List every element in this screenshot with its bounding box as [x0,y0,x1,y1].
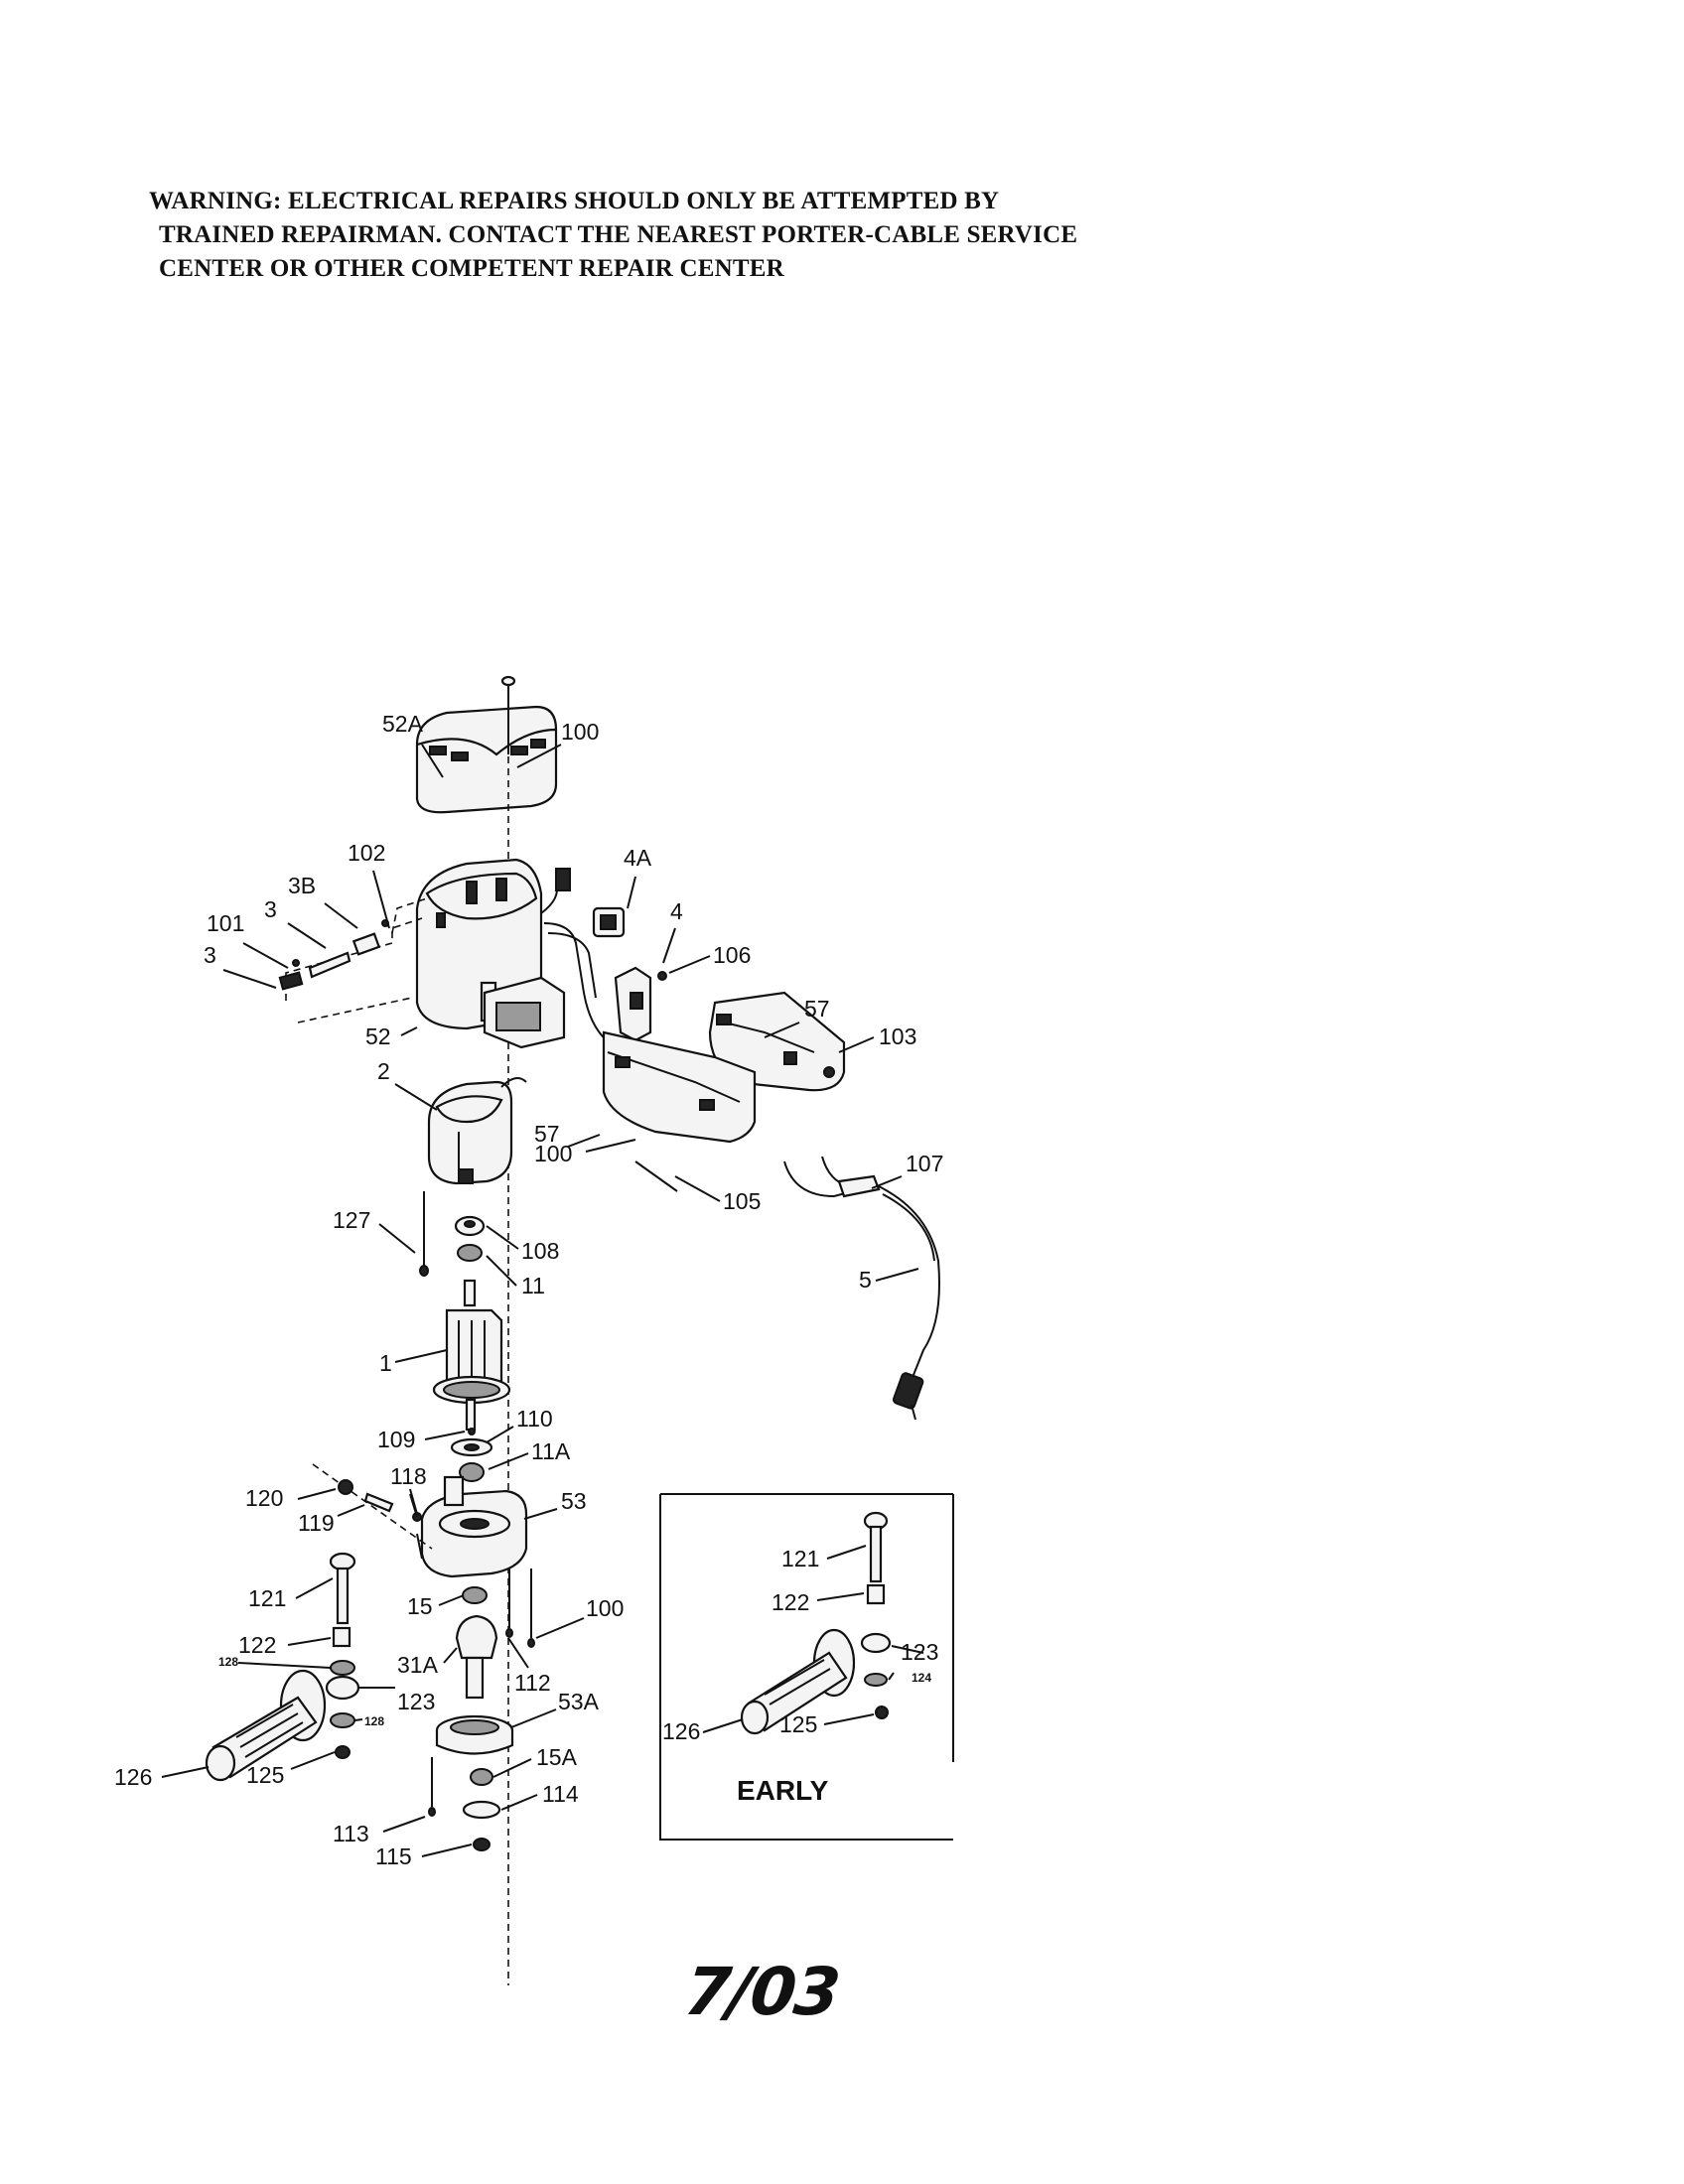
callout-100: 100 [534,1141,572,1166]
callout-2: 2 [377,1058,390,1084]
callout-103: 103 [879,1024,916,1049]
callout-126: 126 [114,1764,152,1790]
callout-110: 110 [516,1406,553,1432]
part-53A-bearing-retainer [435,1714,514,1755]
callout-127: 127 [333,1207,370,1233]
callout-5: 5 [859,1267,872,1293]
part-102-3-101-brush-assembly [278,897,428,1024]
inset-label-early: EARLY [737,1775,829,1806]
callout-3B: 3B [288,873,316,898]
callout-52A: 52A [382,711,424,737]
inset-callout-124: 124 [912,1671,931,1685]
callout-115: 115 [375,1843,412,1869]
warning-line-3: CENTER OR OTHER COMPETENT REPAIR CENTER [159,255,784,282]
part-53-gear-housing [416,1475,528,1578]
callout-114: 114 [542,1781,579,1807]
callout-119: 119 [298,1510,335,1536]
inset-frame [659,1493,954,1841]
side-handle-assembly [205,1552,360,1782]
callout-120: 120 [245,1485,283,1511]
callout-107: 107 [906,1151,943,1176]
part-2-field-assembly [427,1077,527,1185]
callout-57: 57 [804,996,830,1022]
inset-callout-122: 122 [772,1589,809,1615]
callout-57: 57 [534,1121,560,1147]
callout-102: 102 [348,840,385,866]
callout-4: 4 [670,898,683,924]
callout-3: 3 [204,942,216,968]
callout-122: 122 [238,1632,276,1658]
early-inset: 121 122 123 124 126 125 EARLY [659,1493,954,1841]
part-113-screw [428,1757,436,1817]
inset-callout-125: 125 [779,1711,817,1737]
callout-128: 128 [218,1655,238,1669]
callout-121: 121 [248,1585,286,1611]
callout-100: 100 [561,719,599,745]
part-4A-brush-holder [592,906,626,938]
callout-118: 118 [390,1463,427,1489]
part-52-motor-housing [415,858,566,1049]
part-127-screw [419,1191,429,1277]
callout-109: 109 [377,1427,415,1452]
part-15-31A-spindle [455,1586,498,1700]
revision-date: 7/03 [680,1954,842,2030]
callout-3: 3 [264,896,277,922]
callout-113: 113 [333,1821,369,1846]
callout-125: 125 [246,1762,284,1788]
callout-101: 101 [207,910,244,936]
inset-side-handle [740,1511,892,1735]
part-57-handle-halves [602,991,846,1144]
callout-11A: 11A [531,1438,571,1464]
callout-108: 108 [521,1238,559,1264]
callout-15: 15 [407,1593,433,1619]
callout-112: 112 [514,1670,551,1696]
callout-4A: 4A [624,845,652,871]
callout-1: 1 [379,1350,392,1376]
callout-labels: 52A 100 102 3B 3 101 3 4A 4 106 57 103 5… [114,711,943,1869]
callout-11: 11 [521,1273,545,1298]
warning-text: WARNING: ELECTRICAL REPAIRS SHOULD ONLY … [149,185,1440,286]
part-15A-114-115-bearings [462,1768,501,1851]
callout-31A: 31A [397,1652,439,1678]
part-108-11-bearings [454,1215,486,1262]
callout-52: 52 [365,1024,391,1049]
callout-106: 106 [713,942,751,968]
warning-line-1: WARNING: ELECTRICAL REPAIRS SHOULD ONLY … [149,188,1000,214]
part-109-110-11A-bearings [450,1428,493,1482]
part-52A-motor-cap [415,705,558,814]
inset-callout-126: 126 [662,1718,700,1744]
callout-53: 53 [561,1488,587,1514]
part-1-armature [432,1279,511,1432]
part-107-5-power-cord [783,1156,940,1421]
callout-15A: 15A [536,1744,578,1770]
callout-128: 128 [364,1714,384,1728]
part-120-119-118-spindle-lock [312,1463,433,1550]
inset-callout-121: 121 [781,1546,819,1571]
inset-callout-123: 123 [901,1639,938,1665]
part-4-switch [614,966,667,1042]
callout-105: 105 [723,1188,761,1214]
warning-line-2: TRAINED REPAIRMAN. CONTACT THE NEAREST P… [159,221,1078,248]
wiring-harness [540,868,617,1048]
callout-123: 123 [397,1689,435,1714]
callout-53A: 53A [558,1689,600,1714]
leader-lines [161,744,919,1857]
part-100-112-screws [505,1569,535,1648]
callout-100: 100 [586,1595,624,1621]
